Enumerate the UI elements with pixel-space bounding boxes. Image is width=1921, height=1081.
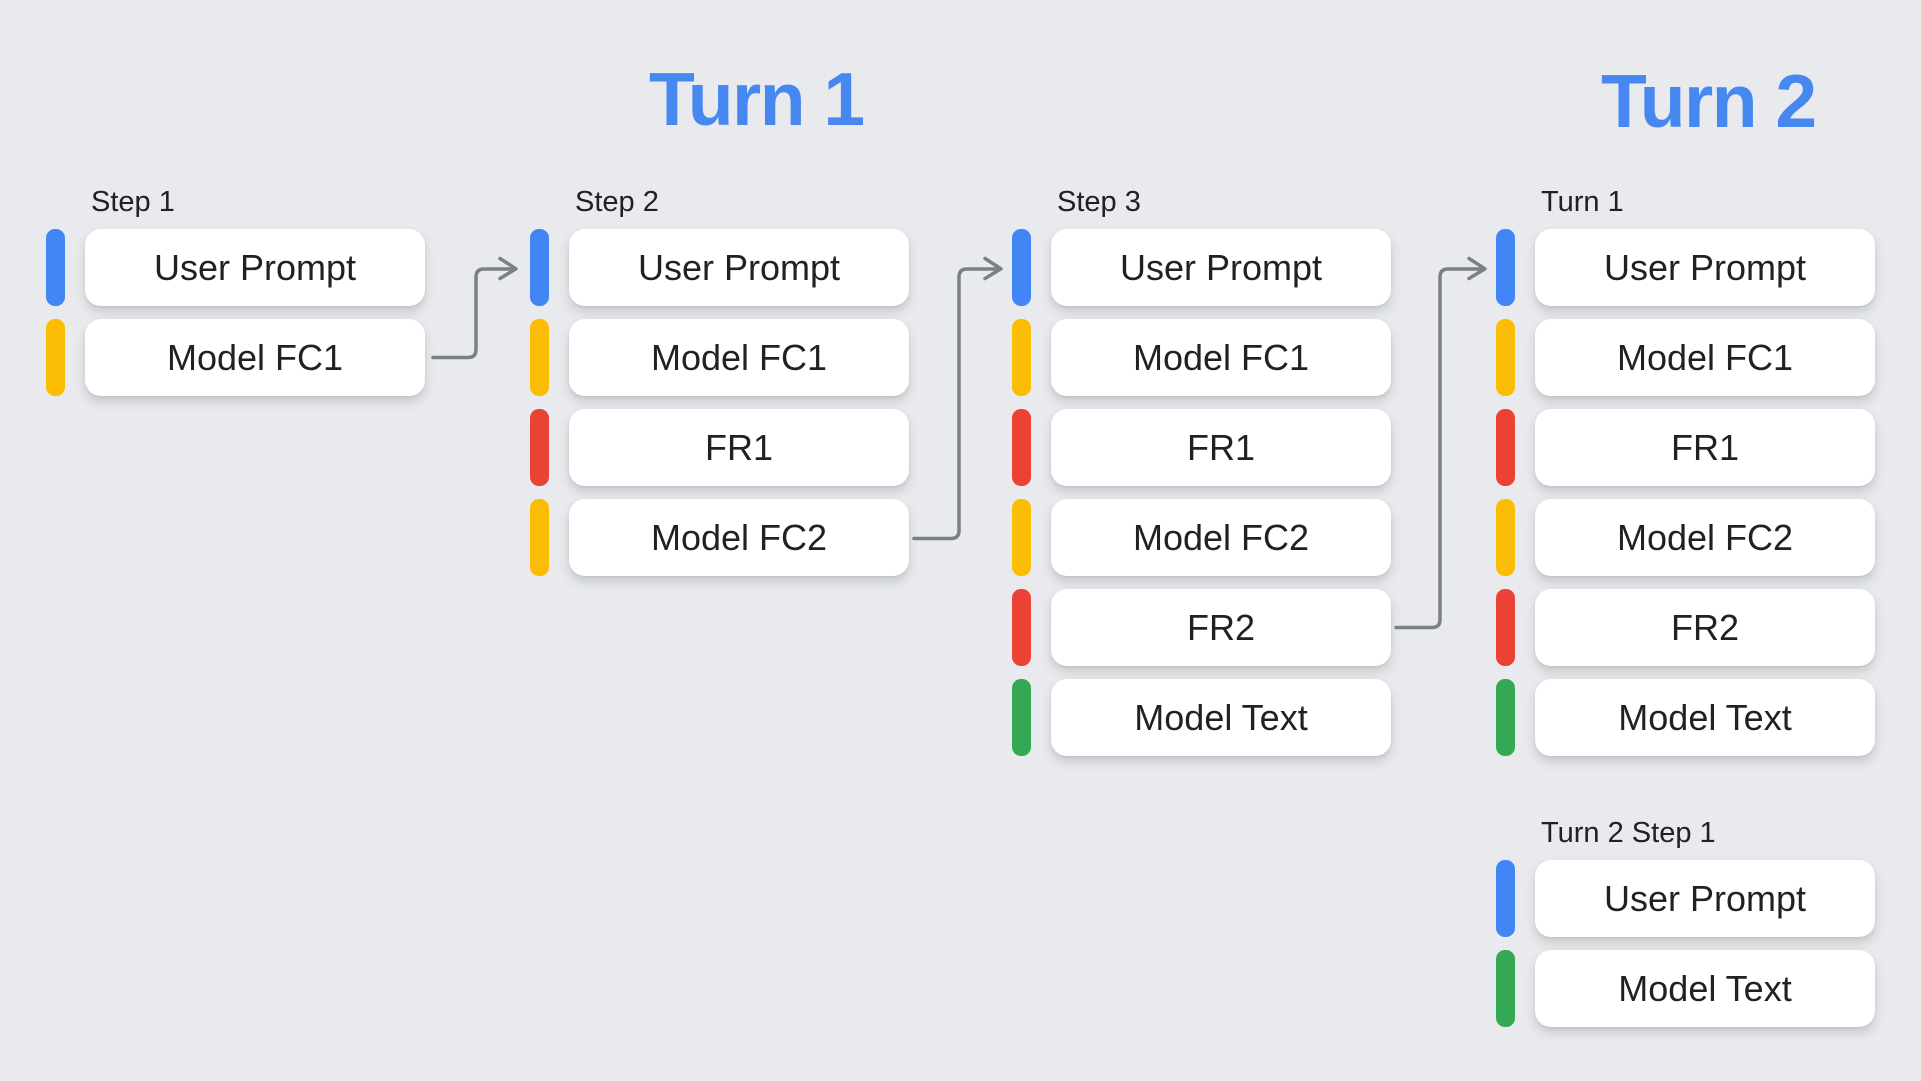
flow-box-label: Model FC1 bbox=[166, 336, 344, 378]
flow-box: User Prompt bbox=[1535, 229, 1875, 306]
flow-box: Model FC2 bbox=[1535, 499, 1875, 576]
role-color-bar bbox=[1012, 409, 1031, 486]
flow-box: Model FC2 bbox=[1051, 499, 1391, 576]
flow-row: User Prompt bbox=[530, 229, 909, 306]
flow-row: Model FC2 bbox=[530, 499, 909, 576]
role-color-bar bbox=[1012, 229, 1031, 306]
flow-box: Model FC2 bbox=[569, 499, 909, 576]
flow-box: Model FC1 bbox=[569, 319, 909, 396]
flow-box: FR1 bbox=[1535, 409, 1875, 486]
flow-row: Model Text bbox=[1496, 679, 1875, 756]
role-color-bar bbox=[1496, 679, 1515, 756]
flow-row: User Prompt bbox=[1012, 229, 1391, 306]
connector-arrow-1-head bbox=[498, 256, 518, 281]
column-step-2: Step 2 User Prompt Model FC1 FR1 Model F… bbox=[530, 186, 909, 589]
role-color-bar bbox=[1496, 589, 1515, 666]
flow-row: FR1 bbox=[530, 409, 909, 486]
flow-box: User Prompt bbox=[1051, 229, 1391, 306]
flow-box-label: User Prompt bbox=[1603, 246, 1807, 288]
flow-row: User Prompt bbox=[1496, 860, 1875, 937]
role-color-bar bbox=[1012, 319, 1031, 396]
role-color-bar bbox=[1012, 679, 1031, 756]
column-turn-1-context: Turn 1 User Prompt Model FC1 FR1 Model F… bbox=[1496, 186, 1875, 769]
flow-row: User Prompt bbox=[1496, 229, 1875, 306]
flow-box-label: Model FC2 bbox=[1616, 516, 1794, 558]
role-color-bar bbox=[1496, 229, 1515, 306]
flow-row: Model FC2 bbox=[1496, 499, 1875, 576]
turn-1-heading: Turn 1 bbox=[649, 57, 865, 141]
flow-row: Model FC1 bbox=[530, 319, 909, 396]
flow-box: Model Text bbox=[1051, 679, 1391, 756]
flow-row: User Prompt bbox=[46, 229, 425, 306]
role-color-bar bbox=[1012, 499, 1031, 576]
flow-box: Model Text bbox=[1535, 950, 1875, 1027]
flow-row: FR1 bbox=[1012, 409, 1391, 486]
connector-arrow-3-shaft bbox=[1394, 267, 1482, 630]
flow-box: User Prompt bbox=[569, 229, 909, 306]
flow-box: FR2 bbox=[1535, 589, 1875, 666]
role-color-bar bbox=[530, 499, 549, 576]
column-label: Step 3 bbox=[1057, 186, 1141, 218]
column-turn-2-step-1: Turn 2 Step 1 User Prompt Model Text bbox=[1496, 817, 1875, 1040]
column-step-1: Step 1 User Prompt Model FC1 bbox=[46, 186, 425, 409]
flow-row: Model Text bbox=[1496, 950, 1875, 1027]
flow-box-label: User Prompt bbox=[637, 246, 841, 288]
flow-box-label: FR1 bbox=[1670, 426, 1739, 468]
column-label: Turn 1 bbox=[1541, 186, 1624, 218]
role-color-bar bbox=[1496, 950, 1515, 1027]
flow-row: Model FC1 bbox=[46, 319, 425, 396]
column-label: Step 2 bbox=[575, 186, 659, 218]
role-color-bar bbox=[1012, 589, 1031, 666]
flow-box-label: FR1 bbox=[1186, 426, 1255, 468]
flow-box: FR1 bbox=[1051, 409, 1391, 486]
column-label: Turn 2 Step 1 bbox=[1541, 817, 1716, 849]
flow-box-label: FR2 bbox=[1670, 606, 1739, 648]
role-color-bar bbox=[530, 319, 549, 396]
flow-box: User Prompt bbox=[1535, 860, 1875, 937]
flow-box-label: Model FC1 bbox=[650, 336, 828, 378]
connector-arrow-1-shaft bbox=[431, 267, 513, 360]
role-color-bar bbox=[46, 229, 65, 306]
column-step-3: Step 3 User Prompt Model FC1 FR1 Model F… bbox=[1012, 186, 1391, 769]
flow-box-label: Model Text bbox=[1618, 967, 1792, 1009]
connector-arrow-2-shaft bbox=[912, 267, 998, 541]
flow-box-label: Model Text bbox=[1134, 696, 1308, 738]
flow-box-label: Model FC1 bbox=[1616, 336, 1794, 378]
flow-row: Model FC2 bbox=[1012, 499, 1391, 576]
turn-2-heading: Turn 2 bbox=[1601, 59, 1817, 143]
flow-box-label: Model FC1 bbox=[1132, 336, 1310, 378]
flow-box: Model Text bbox=[1535, 679, 1875, 756]
connector-arrow-3-head bbox=[1467, 256, 1487, 281]
role-color-bar bbox=[46, 319, 65, 396]
flow-box: User Prompt bbox=[85, 229, 425, 306]
flow-box-label: User Prompt bbox=[1119, 246, 1323, 288]
role-color-bar bbox=[1496, 409, 1515, 486]
flow-row: FR2 bbox=[1496, 589, 1875, 666]
flow-box-label: FR2 bbox=[1186, 606, 1255, 648]
flow-box-label: FR1 bbox=[704, 426, 773, 468]
flow-box: Model FC1 bbox=[1051, 319, 1391, 396]
connector-arrow-2-head bbox=[983, 256, 1003, 281]
role-color-bar bbox=[1496, 319, 1515, 396]
flow-row: Model FC1 bbox=[1012, 319, 1391, 396]
flow-box-label: Model FC2 bbox=[1132, 516, 1310, 558]
flow-box: Model FC1 bbox=[85, 319, 425, 396]
role-color-bar bbox=[530, 229, 549, 306]
role-color-bar bbox=[1496, 860, 1515, 937]
flow-box-label: Model FC2 bbox=[650, 516, 828, 558]
flow-row: FR1 bbox=[1496, 409, 1875, 486]
flow-box: Model FC1 bbox=[1535, 319, 1875, 396]
column-label: Step 1 bbox=[91, 186, 175, 218]
flow-box-label: User Prompt bbox=[1603, 877, 1807, 919]
flow-row: Model Text bbox=[1012, 679, 1391, 756]
flow-row: FR2 bbox=[1012, 589, 1391, 666]
flow-box: FR1 bbox=[569, 409, 909, 486]
flow-row: Model FC1 bbox=[1496, 319, 1875, 396]
flow-box-label: User Prompt bbox=[153, 246, 357, 288]
role-color-bar bbox=[530, 409, 549, 486]
role-color-bar bbox=[1496, 499, 1515, 576]
flow-box-label: Model Text bbox=[1618, 696, 1792, 738]
flow-box: FR2 bbox=[1051, 589, 1391, 666]
